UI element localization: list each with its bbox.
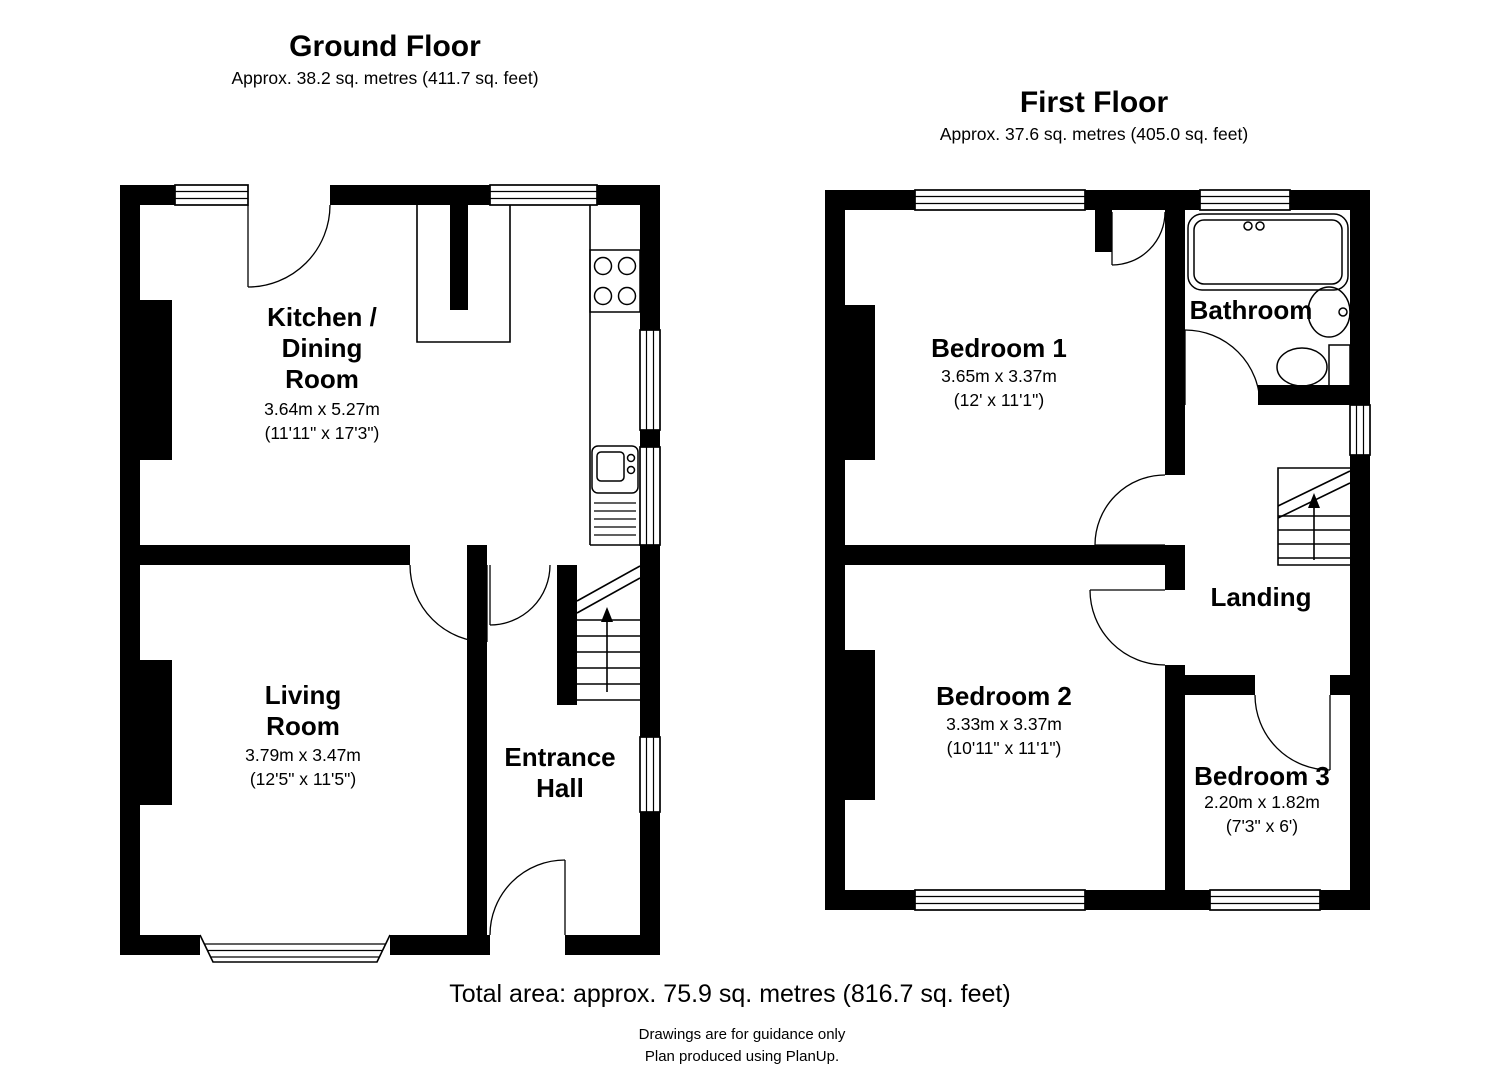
first-floor-windows [914,189,1371,911]
first-floor-walls [825,190,1370,910]
bedroom2-label: Bedroom 2 [936,681,1072,711]
window [1349,404,1371,456]
kitchen-dining-label-line3: Room [285,364,359,394]
window [639,329,661,431]
window [1199,189,1291,211]
living-room-label-line1: Living [264,680,342,710]
first-floor-subtitle: Approx. 37.6 sq. metres (405.0 sq. feet) [939,124,1249,144]
entrance-hall-label-line1: Entrance [504,742,616,772]
window [639,446,661,546]
bedroom3-dims-imperial: (7'3" x 6') [1225,816,1299,836]
window [1209,889,1321,911]
door-arc [409,564,488,643]
basin-icon [1307,286,1351,338]
ground-floor-plan [120,184,661,963]
entrance-hall-label-line2: Hall [536,773,584,803]
first-floor-title: First Floor [1019,86,1169,119]
first-floor-doors [1089,211,1331,771]
bedroom1-label: Bedroom 1 [931,333,1067,363]
first-floor-plan [825,189,1371,911]
window [914,889,1086,911]
landing-label: Landing [1210,582,1312,612]
window [489,184,598,206]
window [174,184,249,206]
window [914,189,1086,211]
stairs-icon [576,565,641,701]
kitchen-dining-dims-imperial: (11'11" x 17'3") [264,423,380,443]
window [639,736,661,813]
bathtub-icon [1187,213,1349,291]
door-arc [1089,589,1166,666]
door-arc [489,564,551,626]
bedroom1-dims-metric: 3.65m x 3.37m [941,366,1057,386]
kitchen-dining-label-line2: Dining [281,333,363,363]
bedroom2-dims-imperial: (10'11" x 11'1") [946,738,1062,758]
ground-floor-subtitle: Approx. 38.2 sq. metres (411.7 sq. feet) [231,68,539,88]
ground-floor-windows [174,184,661,963]
disclaimer-line2: Plan produced using PlanUp. [644,1048,840,1065]
kitchen-dining-label-line1: Kitchen / [267,302,377,332]
total-area-text: Total area: approx. 75.9 sq. metres (816… [449,980,1011,1008]
bathroom-label: Bathroom [1189,295,1313,325]
kitchen-sink-icon [591,445,639,536]
bedroom2-dims-metric: 3.33m x 3.37m [946,714,1062,734]
kitchen-dining-dims-metric: 3.64m x 5.27m [264,399,380,419]
door-arc [1111,211,1166,266]
door-arc [1094,474,1166,546]
stairs-icon [1277,467,1351,566]
door-arc [489,859,566,936]
bay-window [199,934,391,963]
toilet-icon [1276,344,1351,390]
living-room-label-line2: Room [266,711,340,741]
ground-floor-doors [247,204,566,936]
living-room-dims-imperial: (12'5" x 11'5") [249,769,357,789]
stove-icon [589,249,641,313]
bedroom3-label: Bedroom 3 [1194,761,1330,791]
door-arc [1254,694,1331,771]
ground-floor-title: Ground Floor [289,30,481,63]
door-arc [247,204,331,288]
bedroom3-dims-metric: 2.20m x 1.82m [1204,792,1320,812]
living-room-dims-metric: 3.79m x 3.47m [245,745,361,765]
bedroom1-dims-imperial: (12' x 11'1") [953,390,1045,410]
ground-floor-walls [120,185,660,955]
door-arc [1184,329,1261,406]
disclaimer-line1: Drawings are for guidance only [638,1026,846,1043]
